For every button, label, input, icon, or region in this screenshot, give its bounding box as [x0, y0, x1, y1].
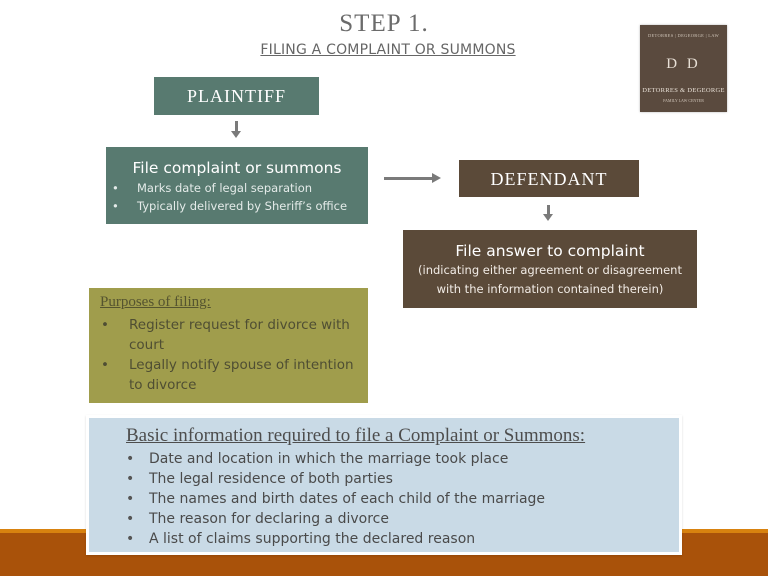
bullet-icon: • [126, 471, 135, 487]
firm-logo: DETORRES | DEGEORGE | LAW D D DETORRES &… [640, 25, 727, 112]
list-item: •Register request for divorce with court [101, 317, 350, 353]
list-item: •Marks date of legal separation [112, 181, 313, 195]
file-complaint-bullets: •Marks date of legal separation •Typical… [106, 179, 368, 215]
list-item: •A list of claims supporting the declare… [126, 531, 476, 547]
bullet-icon: • [126, 531, 135, 547]
purposes-box: Purposes of filing: •Register request fo… [89, 288, 368, 403]
defendant-box: DEFENDANT [459, 160, 639, 197]
slide-subtitle: FILING A COMPLAINT OR SUMMONS [260, 42, 516, 58]
plaintiff-box: PLAINTIFF [154, 77, 319, 115]
list-item: •Date and location in which the marriage… [126, 451, 509, 467]
file-complaint-heading: File complaint or summons [132, 159, 342, 177]
list-item: •The legal residence of both parties [126, 471, 393, 487]
file-answer-detail-1: (indicating either agreement or disagree… [418, 263, 682, 277]
purposes-list: •Register request for divorce with court… [89, 315, 364, 395]
arrow-down-icon [547, 205, 550, 215]
bullet-icon: • [126, 451, 135, 467]
bullet-icon: • [126, 511, 135, 527]
arrow-right-icon [384, 177, 434, 180]
file-answer-box: File answer to complaint (indicating eit… [403, 230, 697, 308]
bullet-icon: • [101, 357, 109, 373]
purposes-heading: Purposes of filing: [100, 294, 211, 310]
logo-firm-name: DETORRES & DEGEORGE [642, 87, 725, 94]
logo-monogram: D D [666, 56, 701, 72]
list-item: •Legally notify spouse of intention to d… [101, 357, 354, 393]
file-answer-detail-2: with the information contained therein) [436, 282, 664, 296]
basic-info-box: Basic information required to file a Com… [86, 415, 682, 555]
file-answer-heading: File answer to complaint [455, 242, 645, 260]
basic-info-list: •Date and location in which the marriage… [89, 449, 545, 549]
slide-title: STEP 1. [339, 10, 429, 37]
file-complaint-box: File complaint or summons •Marks date of… [106, 147, 368, 224]
arrow-right-head-icon [432, 173, 441, 183]
list-item: •Typically delivered by Sheriff’s office [112, 199, 348, 213]
logo-top-text: DETORRES | DEGEORGE | LAW [647, 33, 720, 38]
logo-tagline: FAMILY LAW CENTER [663, 98, 704, 103]
list-item: •The reason for declaring a divorce [126, 511, 389, 527]
list-item: •The names and birth dates of each child… [126, 491, 546, 507]
arrow-down-head-icon [543, 214, 553, 221]
arrow-down-icon [235, 121, 238, 132]
bullet-icon: • [112, 199, 119, 213]
bullet-icon: • [126, 491, 135, 507]
bullet-icon: • [112, 181, 119, 195]
basic-info-heading: Basic information required to file a Com… [126, 425, 586, 446]
bullet-icon: • [101, 317, 109, 333]
arrow-down-head-icon [231, 131, 241, 138]
